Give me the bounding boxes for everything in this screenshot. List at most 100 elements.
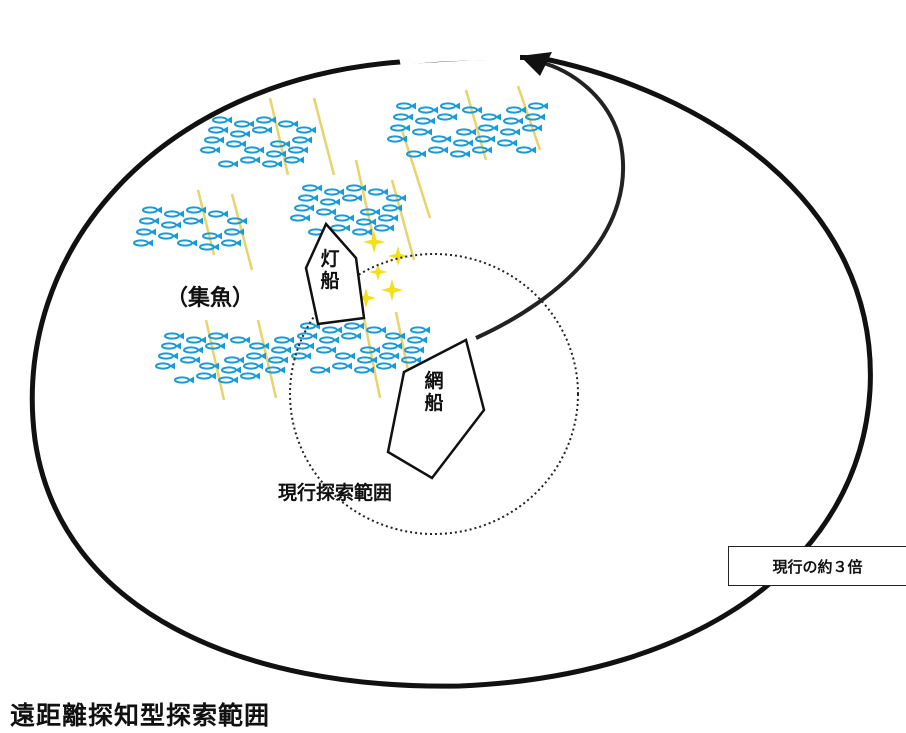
fish-icon [456, 128, 476, 136]
fish-icon [310, 366, 330, 374]
fish-icon [356, 218, 376, 226]
fish-icon [284, 156, 304, 164]
light-sparkles [356, 231, 408, 308]
sparkle-icon [356, 288, 376, 308]
fish-icon [183, 346, 203, 354]
light-boat-label-char-2: 船 [320, 270, 340, 292]
fish-icon [240, 372, 260, 380]
fish-icon [271, 346, 291, 354]
fish-icon [316, 346, 336, 354]
fish-icon [528, 102, 548, 110]
net-boat-label-char-2: 船 [424, 392, 444, 414]
fish-icon [412, 128, 432, 136]
light-beam [354, 159, 376, 241]
fish-icon [500, 128, 520, 136]
fish-icon [324, 188, 344, 196]
fish-icon [382, 342, 402, 350]
fish-icon [368, 188, 388, 196]
fish-icon [332, 362, 352, 370]
sparkle-icon [388, 246, 408, 266]
net-boat-label: 網 船 [422, 370, 446, 414]
fish-icon [240, 156, 260, 164]
ratio-callout: 現行の約３倍 [728, 546, 906, 586]
fish-icon [158, 232, 178, 240]
fish-icon [291, 352, 311, 360]
fish-icon [158, 352, 178, 360]
fish-icon [227, 217, 247, 225]
fish-icon [224, 228, 244, 236]
circle-gap [399, 52, 521, 66]
diagram-title: 遠距離探知型探索範囲 [10, 701, 271, 730]
fish-icon [322, 326, 342, 334]
fish-icon [437, 113, 457, 121]
light-boat-label: 灯 船 [318, 248, 342, 292]
fish-icon [390, 124, 410, 132]
fish-icon [472, 146, 492, 154]
fish-icon [218, 376, 238, 384]
fish-icon [274, 336, 294, 344]
fish-icon [155, 362, 175, 370]
fish-icon [265, 366, 285, 374]
fish-icon [292, 136, 312, 144]
fish-icon [164, 210, 184, 218]
fish-icon [262, 160, 282, 168]
fish-icon [212, 116, 232, 124]
fish-icon [320, 198, 340, 206]
fish-icon [139, 217, 159, 225]
fish-icon [288, 146, 308, 154]
fish-icon [297, 332, 317, 340]
fish-icon [302, 184, 322, 192]
fish-icon [387, 135, 407, 143]
fish-icon [183, 217, 203, 225]
fish-icon [428, 146, 448, 154]
fish-icon [205, 342, 225, 350]
fish-icon [522, 124, 542, 132]
fish-icon [357, 356, 377, 364]
fish-icon [294, 204, 314, 212]
sparkle-icon [369, 263, 387, 281]
fish-icon [180, 356, 200, 364]
fish-icon [316, 208, 336, 216]
fish-icon [335, 352, 355, 360]
fish-icon [199, 362, 219, 370]
fish-icon [418, 106, 438, 114]
fish-icon [252, 126, 272, 134]
fish-icon [360, 208, 380, 216]
sparkle-icon [381, 279, 403, 301]
fish-icon [374, 224, 394, 232]
light-beam [204, 319, 226, 401]
light-beam [516, 85, 542, 151]
fish-icon [246, 352, 266, 360]
fish-icon [525, 113, 545, 121]
fish-icon [199, 243, 219, 251]
light-beam [400, 129, 432, 219]
light-beam [268, 97, 290, 176]
fish-icon [407, 336, 427, 344]
fish-icon [385, 332, 405, 340]
fish-icon [290, 214, 310, 222]
fish-icon [136, 228, 156, 236]
fish-icon [208, 332, 228, 340]
fish-icon [382, 204, 402, 212]
fish-icon [319, 336, 339, 344]
fish-icon [415, 117, 435, 125]
sparkle-icon [363, 231, 385, 253]
fish-icon [230, 336, 250, 344]
ratio-callout-text: 現行の約３倍 [772, 557, 863, 576]
fish-icon [475, 135, 495, 143]
fish-icon [177, 239, 197, 247]
fish-icon [133, 239, 153, 247]
fish-icon [366, 326, 386, 334]
fish-icon [142, 206, 162, 214]
fish-icon [516, 146, 536, 154]
fish-icon [478, 124, 498, 132]
fish-icon [204, 136, 224, 144]
fish-icon [221, 366, 241, 374]
fish-icon [506, 106, 526, 114]
light-boat [304, 221, 366, 326]
current-search-range-label: 現行探索範囲 [278, 482, 393, 504]
fish-icon [453, 139, 473, 147]
fish-icon [346, 184, 366, 192]
fish-icon [244, 146, 264, 154]
